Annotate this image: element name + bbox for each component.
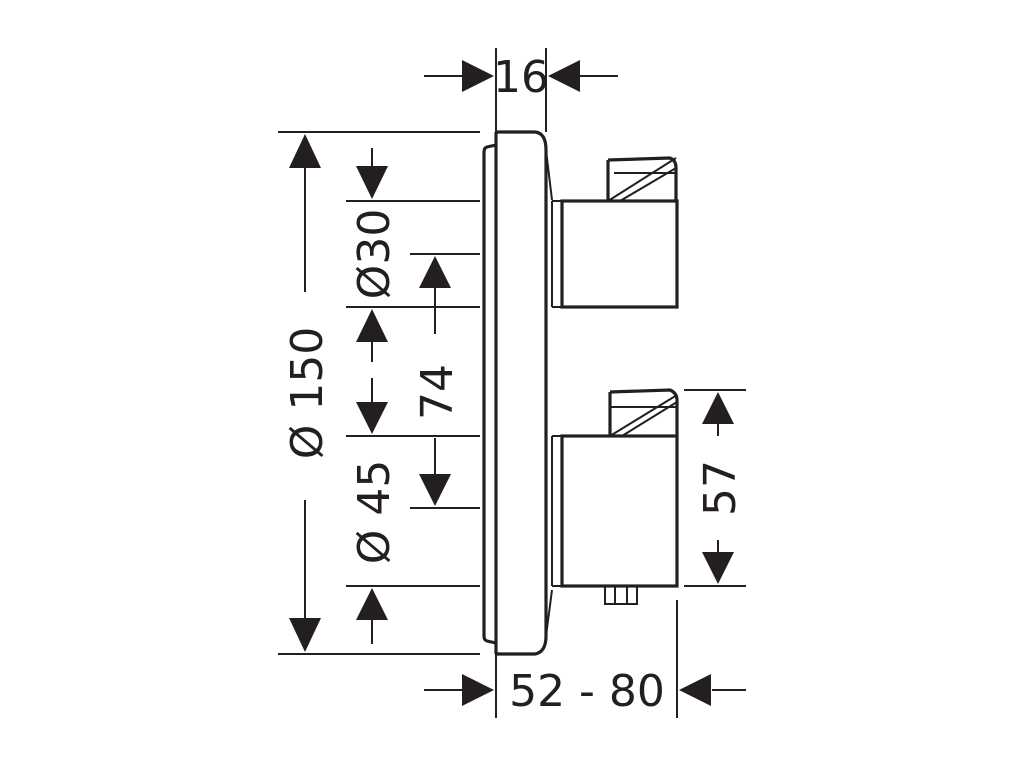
dimension-label-74: 74 (412, 364, 463, 420)
dimension-label-30: Ø30 (349, 209, 400, 300)
dimension-knob-spacing: 74 (412, 256, 463, 506)
extension-lines (278, 48, 746, 718)
lower-knob (551, 388, 679, 605)
dimension-label-45: Ø 45 (349, 460, 400, 565)
dimension-install-depth: 52 - 80 (424, 666, 746, 717)
dimension-label-150: Ø 150 (282, 327, 333, 460)
upper-knob (551, 156, 679, 309)
dimension-knob-top: Ø30 (349, 148, 400, 362)
dimension-knob-bottom-depth: 57 (695, 392, 746, 584)
dimension-label-52-80: 52 - 80 (509, 666, 665, 717)
cover-plate (482, 130, 553, 656)
dimension-label-57: 57 (695, 460, 746, 516)
dimension-plate-diameter: Ø 150 (282, 134, 333, 652)
dimension-knob-bottom: Ø 45 (349, 378, 400, 644)
dimension-label-16: 16 (493, 52, 549, 103)
dimension-plate-thickness: 16 (424, 52, 618, 103)
